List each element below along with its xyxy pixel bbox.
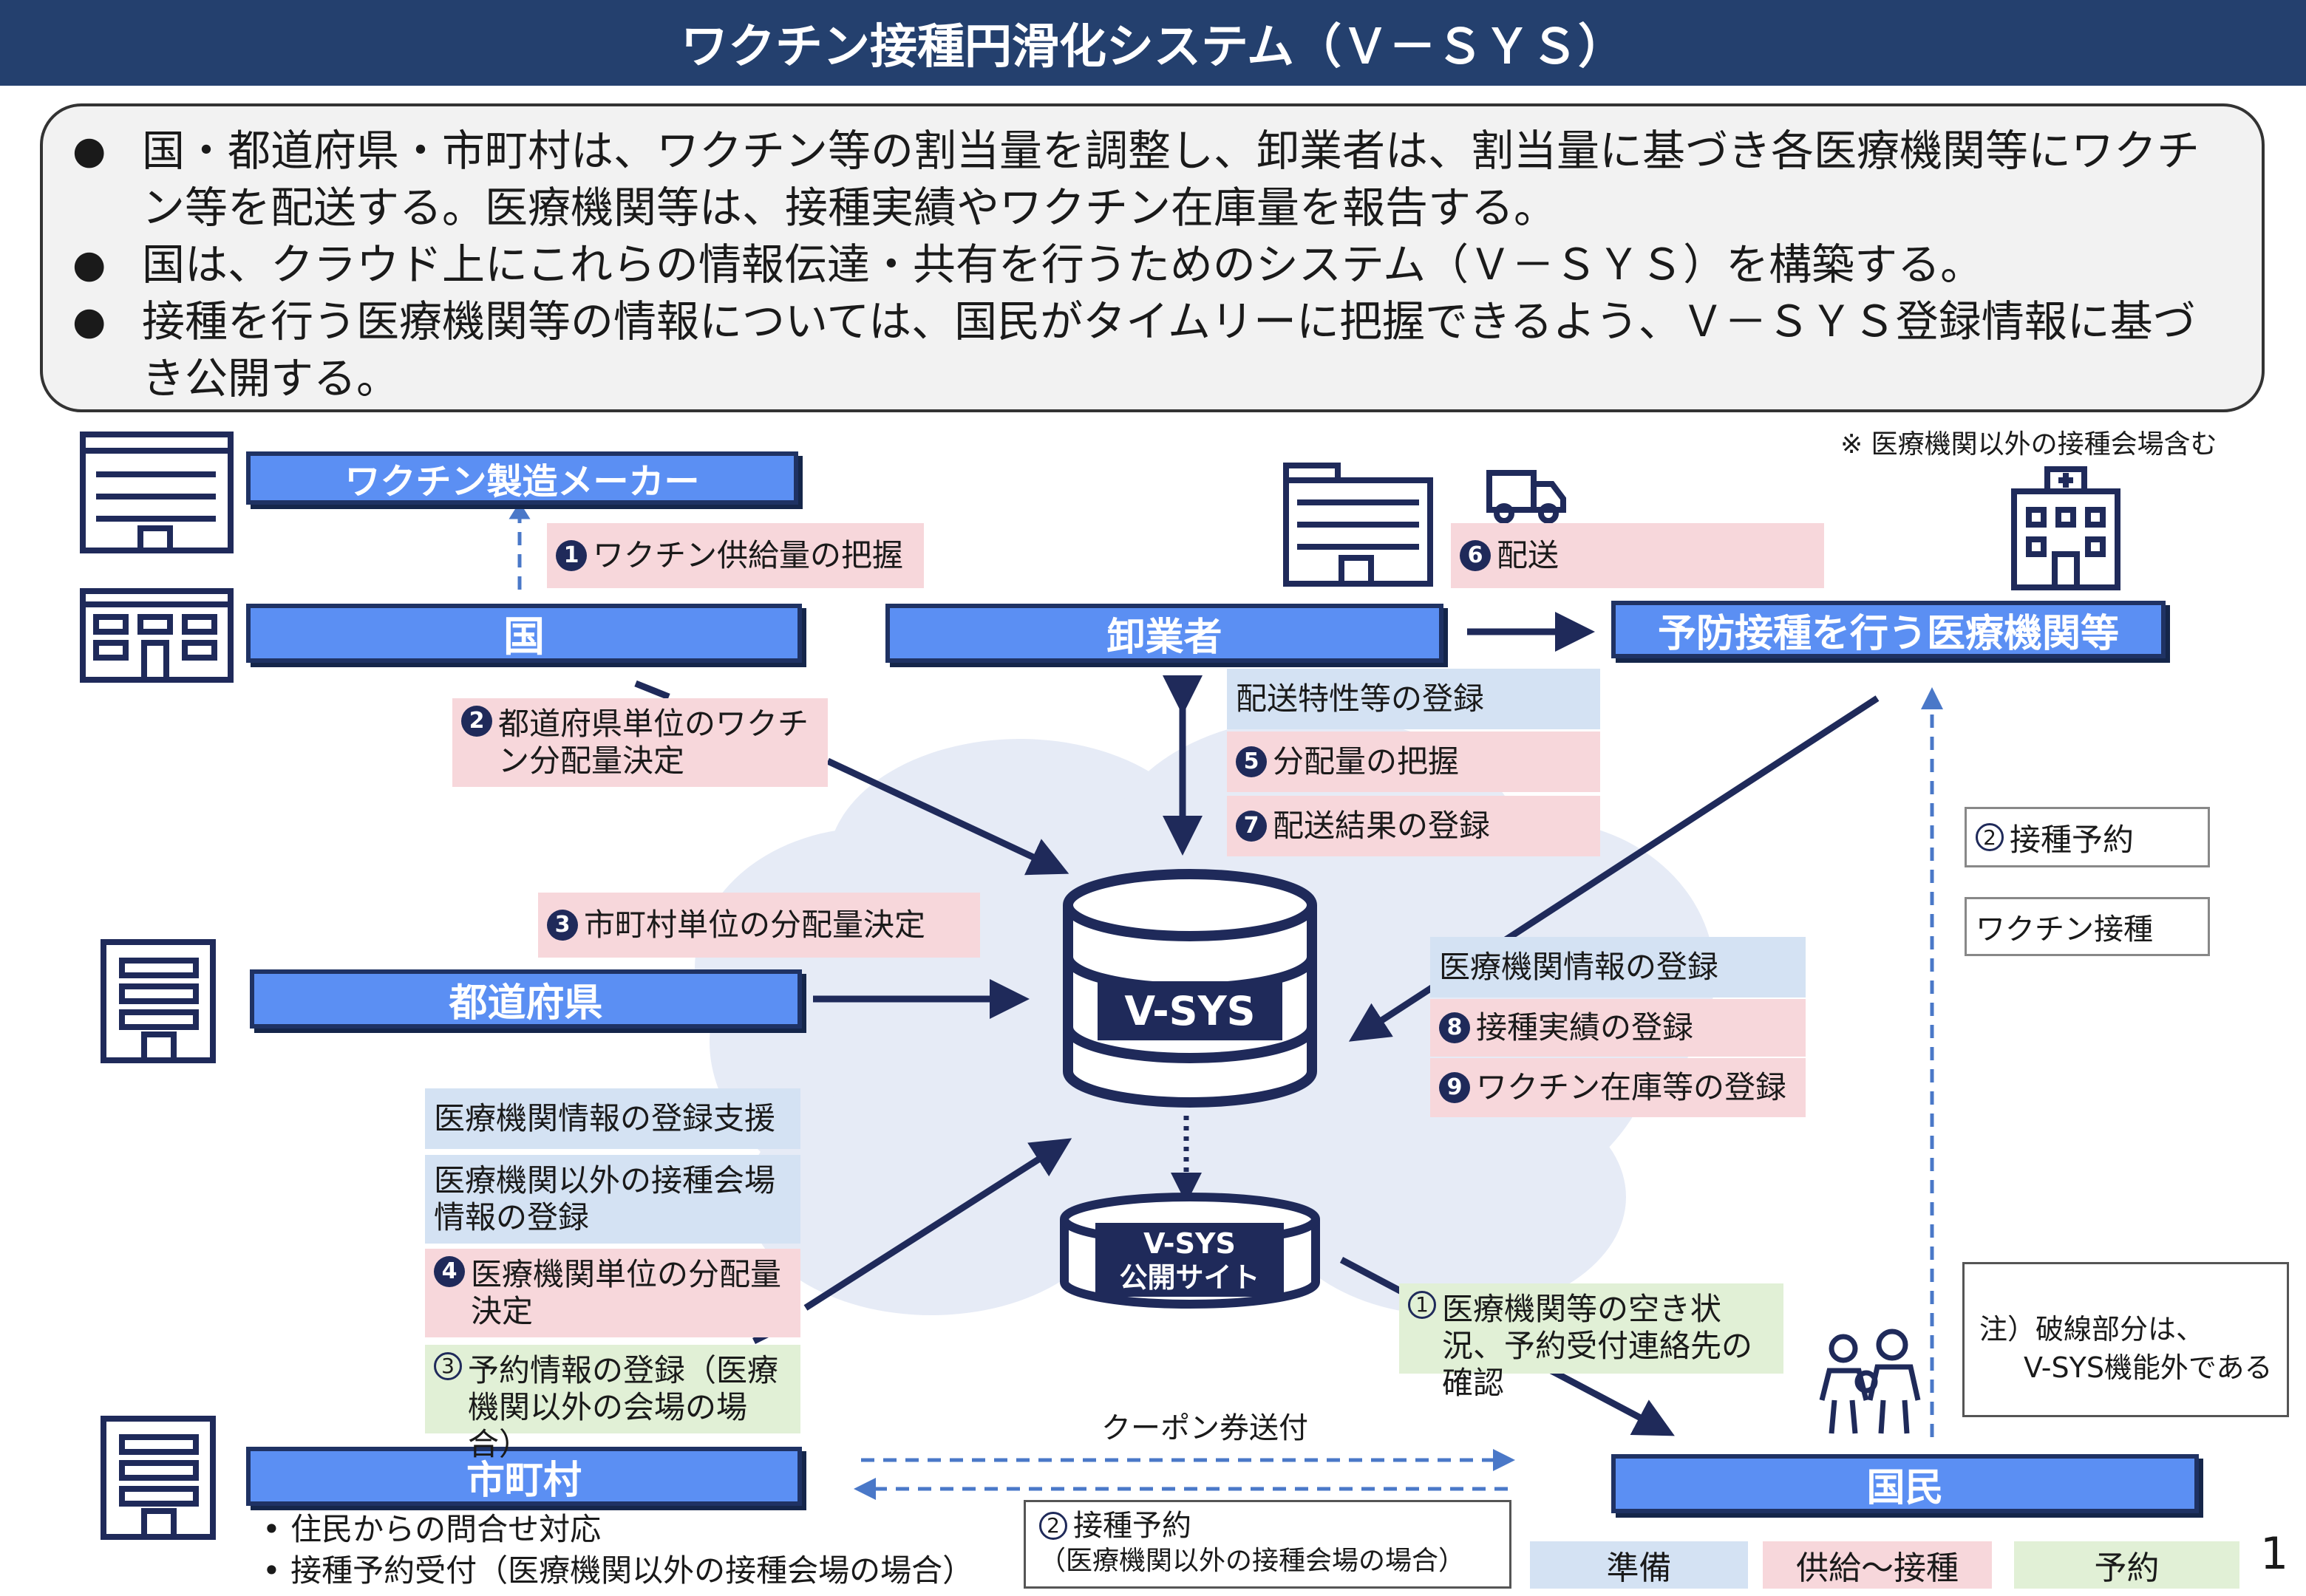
hospital-icon — [2011, 466, 2120, 590]
legend-kyokyu: 供給～接種 — [1763, 1541, 1992, 1589]
list-item: • 住民からの問合せ対応 — [262, 1511, 602, 1547]
government-icon — [80, 588, 234, 683]
note-top: ※ 医療機関以外の接種会場含む — [1840, 429, 2217, 460]
entity-maker: ワクチン製造メーカー — [246, 451, 798, 505]
note-box: 注）破線部分は、 V-SYS機能外である — [1962, 1262, 2289, 1417]
municipality-building-icon — [101, 1416, 216, 1540]
legend-junbi: 準備 — [1530, 1541, 1748, 1589]
factory-icon — [80, 432, 234, 553]
family-icon — [1819, 1329, 1921, 1434]
page-number: 1 — [2260, 1528, 2289, 1580]
list-item: • 接種予約受付（医療機関以外の接種会場の場合） — [262, 1552, 974, 1589]
bullet-icon: ● — [72, 242, 106, 287]
bullet-icon: ● — [72, 129, 106, 173]
arrow-kuni-stub — [634, 680, 670, 700]
summary-box: ●国・都道府県・市町村は、ワクチン等の割当量を調整し、卸業者は、割当量に基づき各… — [40, 103, 2265, 412]
iryo-info-label: 医療機関情報の登録 — [1430, 937, 1806, 998]
summary-item: ●国は、クラウド上にこれらの情報伝達・共有を行うためのシステム（Ｖ－ＳＹＳ）を構… — [72, 236, 2232, 293]
iryo-info-shien-label: 医療機関情報の登録支援 — [425, 1088, 800, 1149]
entity-iryo: 予防接種を行う医療機関等 — [1611, 601, 2166, 658]
truck-icon — [1486, 470, 1566, 524]
entity-shichoson: 市町村 — [246, 1447, 802, 1506]
vsys-site-label: V-SYS 公開サイト — [1119, 1227, 1260, 1294]
wakuchin-sesshu-box: ワクチン接種 — [1965, 897, 2210, 956]
entity-todofuken: 都道府県 — [250, 969, 802, 1029]
summary-item: ●国・都道府県・市町村は、ワクチン等の割当量を調整し、卸業者は、割当量に基づき各… — [72, 123, 2232, 236]
arrow-shichoson-vsys — [803, 1138, 1072, 1311]
igai-kaijo-label: 医療機関以外の接種会場情報の登録 — [425, 1155, 800, 1244]
entity-oroshi: 卸業者 — [885, 604, 1443, 663]
vsys-db-label: V-SYS — [1124, 987, 1256, 1034]
page-title: ワクチン接種円滑化システム（Ｖ－ＳＹＳ） — [0, 0, 2306, 86]
haiso-tokusei-label: 配送特性等の登録 — [1227, 669, 1600, 729]
shichoson-notes: • 住民からの問合せ対応 • 接種予約受付（医療機関以外の接種会場の場合） — [262, 1509, 973, 1592]
vsys-site-label-bg — [1095, 1223, 1284, 1297]
summary-item: ●接種を行う医療機関等の情報については、国民がタイムリーに把握できるよう、Ｖ－Ｓ… — [72, 293, 2232, 407]
legend-yoyaku: 予約 — [2014, 1541, 2239, 1589]
prefecture-building-icon — [101, 939, 216, 1063]
coupon-label: クーポン券送付 — [1101, 1411, 1308, 1445]
arrow-kuni-vsys — [826, 757, 1069, 876]
bullet-icon: ● — [72, 299, 106, 344]
entity-kuni: 国 — [246, 604, 802, 663]
vsys-db-label-bg — [1098, 981, 1282, 1040]
arrowhead-up — [509, 502, 531, 519]
wholesaler-building-icon — [1283, 463, 1433, 587]
entity-kokumin: 国民 — [1611, 1454, 2199, 1513]
